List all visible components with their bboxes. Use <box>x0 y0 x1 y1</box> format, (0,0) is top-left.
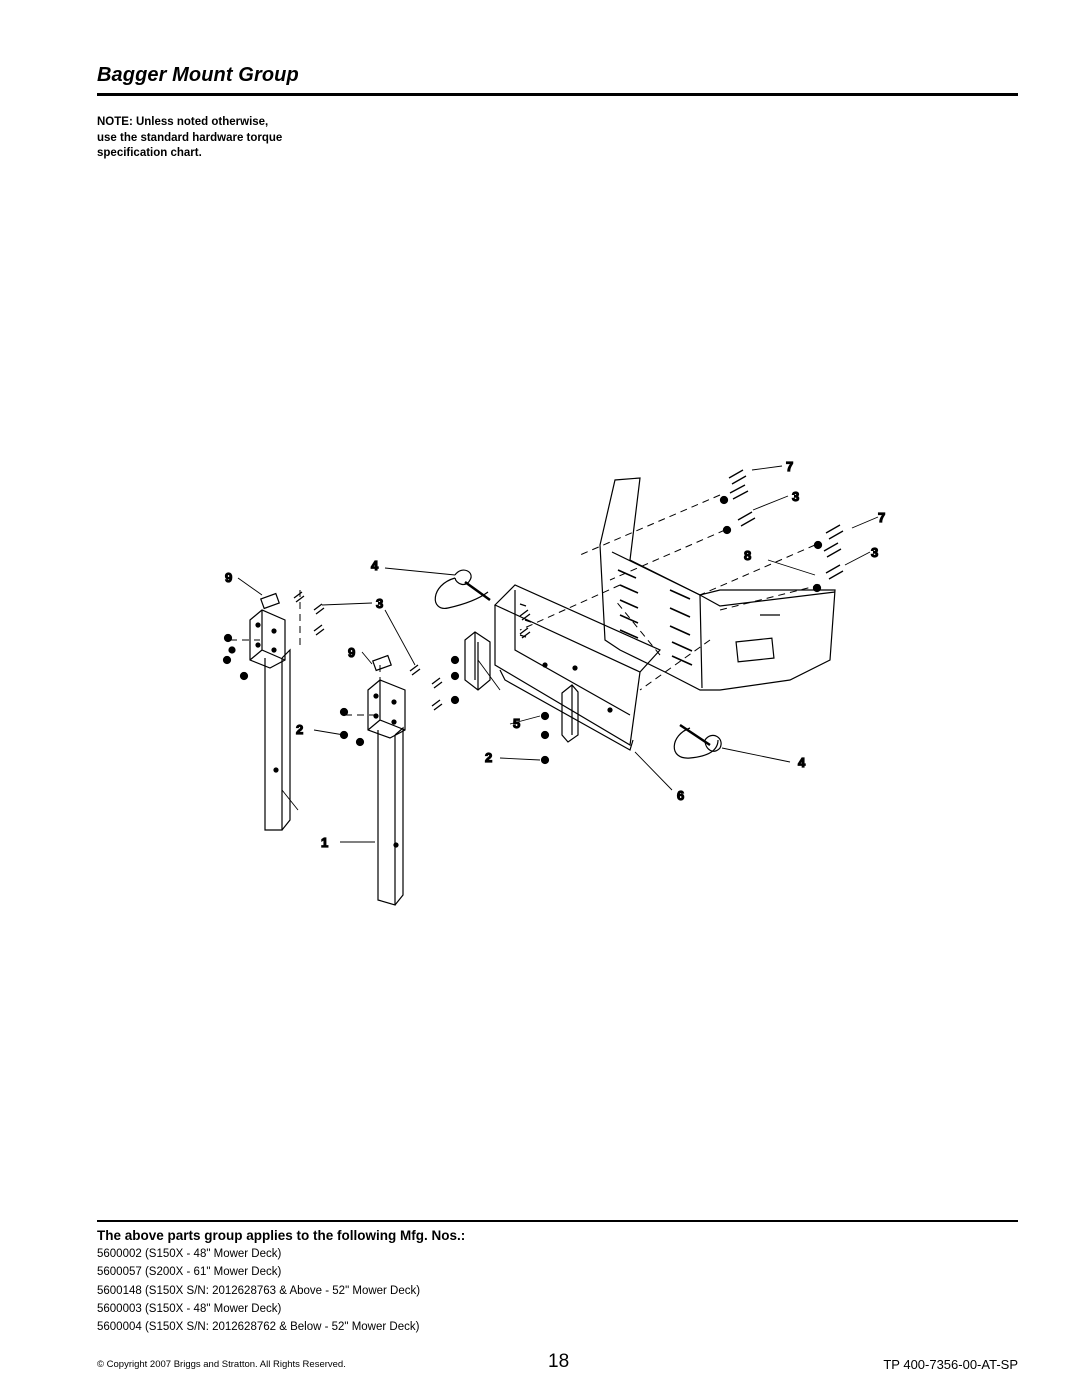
mount-plate <box>493 584 662 751</box>
applies-heading: The above parts group applies to the fol… <box>97 1228 466 1243</box>
callout-3: 3 <box>792 489 799 504</box>
callout-4: 4 <box>798 755 806 770</box>
callout-2: 2 <box>296 722 303 737</box>
hitch-pins <box>434 569 722 759</box>
callout-5: 5 <box>513 716 520 731</box>
side-brackets <box>464 631 579 743</box>
mfg-number-item: 5600057 (S200X - 61" Mower Deck) <box>97 1266 282 1279</box>
page-title: Bagger Mount Group <box>97 64 299 86</box>
callout-9: 9 <box>348 645 355 660</box>
note-line: specification chart. <box>97 147 202 159</box>
callout-7: 7 <box>786 459 793 474</box>
callout-8: 8 <box>744 548 751 563</box>
callout-3: 3 <box>376 596 383 611</box>
callout-7: 7 <box>878 510 885 525</box>
callout-3: 3 <box>871 545 878 560</box>
mfg-number-item: 5600002 (S150X - 48" Mower Deck) <box>97 1248 282 1260</box>
right-tube <box>367 654 406 906</box>
note-line: NOTE: Unless noted otherwise, <box>97 116 269 128</box>
callout-6: 6 <box>677 788 684 803</box>
callout-9: 9 <box>225 570 232 585</box>
tube-hardware <box>222 591 550 765</box>
mfg-number-item: 5600148 (S150X S/N: 2012628763 & Above -… <box>97 1284 421 1297</box>
torque-note: NOTE: Unless noted otherwise, use the st… <box>97 115 357 162</box>
assembly-lines <box>230 494 821 716</box>
mfg-number-list: 5600002 (S150X - 48" Mower Deck) 5600057… <box>97 1245 420 1336</box>
callout-leaders <box>237 465 879 843</box>
document-number: TP 400-7356-00-AT-SP <box>883 1357 1018 1372</box>
copyright-notice: © Copyright 2007 Briggs and Stratton. Al… <box>97 1359 346 1370</box>
frame-hardware <box>719 469 844 593</box>
mfg-number-item: 5600004 (S150X S/N: 2012628762 & Below -… <box>97 1321 420 1334</box>
left-tube <box>249 592 291 831</box>
mfg-number-item: 5600003 (S150X - 48" Mower Deck) <box>97 1302 282 1315</box>
page-number: 18 <box>548 1351 570 1372</box>
note-line: use the standard hardware torque <box>97 131 283 144</box>
callout-2: 2 <box>485 750 492 765</box>
title-divider <box>97 93 1018 96</box>
callout-1: 1 <box>321 835 328 850</box>
mower-frame-bracket <box>599 477 836 691</box>
applies-divider <box>97 1220 1018 1222</box>
callout-4: 4 <box>371 558 379 573</box>
